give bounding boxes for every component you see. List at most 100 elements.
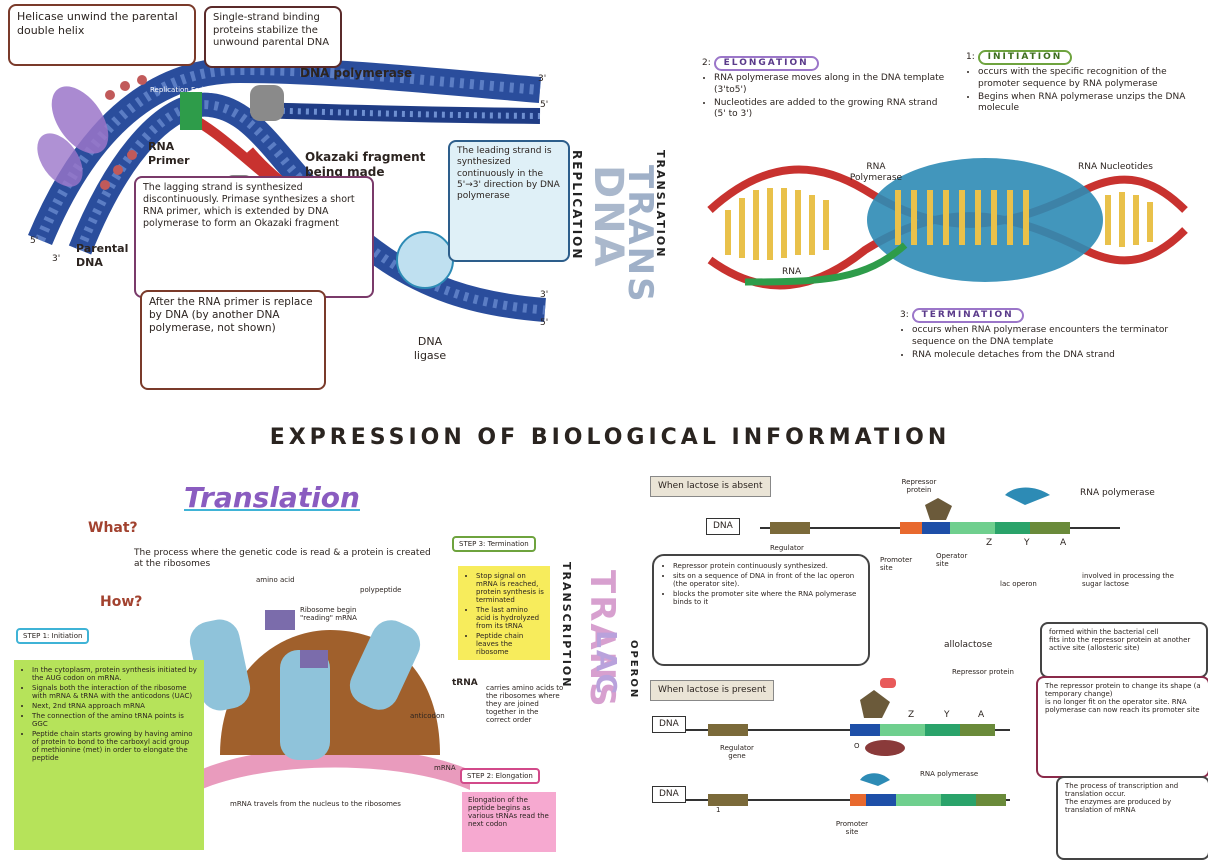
step3-point-2: The last amino acid is hydrolyzed from i… xyxy=(476,606,544,630)
rna-polymerase-icon xyxy=(1005,487,1050,505)
repressor-label-mid: Repressor protein xyxy=(952,668,1014,676)
dna-box-2: DNA xyxy=(652,716,686,734)
step1-point-5: Peptide chain starts growing by having a… xyxy=(32,730,198,762)
nucleotide-bases xyxy=(725,188,1153,260)
gene-y-box xyxy=(995,522,1030,534)
initiation-point-2: Begins when RNA polymerase unzips the DN… xyxy=(978,92,1202,115)
mrna-text: mRNA travels from the nucleus to the rib… xyxy=(230,800,401,808)
parental-dna-label: Parental DNA xyxy=(76,242,129,269)
step3-text: The leading strand is synthesized contin… xyxy=(457,146,560,201)
step4-lagging-box: The lagging strand is synthesized discon… xyxy=(134,176,374,298)
lagging-strand xyxy=(68,92,546,322)
amino-acid-box xyxy=(265,610,295,630)
initiation-num: 1: xyxy=(966,52,975,62)
what-label: What? xyxy=(88,520,138,536)
step5-text: After the RNA primer is replace by DNA (… xyxy=(149,296,313,335)
step1-tag: STEP 1: Initiation xyxy=(16,628,90,645)
vertical-operon: OPERON xyxy=(628,640,639,700)
what-text: The process where the genetic code is re… xyxy=(134,548,431,570)
gene-z: Z xyxy=(986,538,993,548)
step1-text: Helicase unwind the parental double heli… xyxy=(17,10,178,37)
page-title: EXPRESSION OF BIOLOGICAL INFORMATION xyxy=(269,425,951,450)
operator-box xyxy=(922,522,950,534)
lactose-present-tag: When lactose is present xyxy=(650,680,775,702)
promoter-box xyxy=(900,522,922,534)
trna-left xyxy=(189,619,251,711)
termination-block: 3: TERMINATION occurs when RNA polymeras… xyxy=(900,308,1190,363)
vertical-trans: TRANS xyxy=(620,165,660,304)
step1-sticky: In the cytoplasm, protein synthesis init… xyxy=(14,660,204,850)
how-label: How? xyxy=(100,594,143,610)
dna-box-3: DNA xyxy=(652,786,686,804)
allolactose-label: allolactose xyxy=(944,640,993,650)
termination-tag: TERMINATION xyxy=(911,308,1024,324)
dna-polymerase-shape xyxy=(250,85,284,121)
termination-point-2: RNA molecule detaches from the DNA stran… xyxy=(912,350,1190,361)
inner-bases xyxy=(895,190,1029,245)
transcription-diagram xyxy=(707,158,1188,290)
dna-ligase-label: DNA ligase xyxy=(413,335,447,362)
step2-sticky: Elongation of the peptide begins as vari… xyxy=(462,792,556,852)
step3-point-3: Peptide chain leaves the ribosome xyxy=(476,632,544,656)
gene-a: A xyxy=(1060,538,1067,548)
termination-num: 3: xyxy=(900,310,909,320)
trna-right xyxy=(349,620,421,710)
gene-y-2: Y xyxy=(944,710,950,720)
step3-sticky: Stop signal on mRNA is reached, protein … xyxy=(458,566,550,660)
step1-helicase-box: Helicase unwind the parental double heli… xyxy=(8,4,196,66)
step5-primer-box: After the RNA primer is replace by DNA (… xyxy=(140,290,326,390)
repressor-change-point-1: The repressor protein to change its shap… xyxy=(1045,682,1201,699)
step1-point-1: In the cytoplasm, protein synthesis init… xyxy=(32,666,198,682)
trna-label: tRNA xyxy=(452,678,478,688)
step2-text: Single-strand binding proteins stabilize… xyxy=(213,12,330,48)
helicase-shape xyxy=(51,86,109,154)
trna-middle xyxy=(280,650,330,760)
allolactose-icon xyxy=(880,678,896,688)
repressor-box: Repressor protein continuously synthesiz… xyxy=(652,554,870,666)
regulator-gene-box xyxy=(770,522,810,534)
label-5-top: 5' xyxy=(540,100,549,110)
lac-operon-text: involved in processing the sugar lactose xyxy=(1082,572,1174,589)
polypeptide-label: polypeptide xyxy=(360,586,402,594)
promoter-site-label: Promoter site xyxy=(880,556,913,573)
step3-point-1: Stop signal on mRNA is reached, protein … xyxy=(476,572,544,604)
okazaki-label: Okazaki fragment being made xyxy=(305,150,426,179)
ssb-proteins xyxy=(100,75,147,190)
initiation-block: 1: INITIATION occurs with the specific r… xyxy=(966,50,1202,116)
elongation-tag: ELONGATION xyxy=(713,56,819,72)
replication-fork-label: Replication Fork xyxy=(150,86,206,94)
vertical-dna: DNA xyxy=(585,165,631,269)
ribosome-diagram xyxy=(189,610,470,790)
repressor-change-point-2: is no longer fit on the operator site. R… xyxy=(1045,698,1200,715)
gene-z-box xyxy=(950,522,995,534)
label-3-left: 3' xyxy=(52,254,61,264)
rna-nucleotides-label: RNA Nucleotides xyxy=(1078,162,1153,172)
label-3-bottom: 3' xyxy=(540,290,549,300)
repressor-shape xyxy=(925,498,952,520)
step3-tag: STEP 3: Termination xyxy=(452,536,536,553)
operator-o: O xyxy=(854,742,860,750)
vertical-lac: LAC xyxy=(590,630,623,697)
elongation-num: 2: xyxy=(702,58,711,68)
rna-label: RNA xyxy=(782,267,802,277)
anticodon-label: anticodon xyxy=(410,712,445,720)
elongation-block: 2: ELONGATION RNA polymerase moves along… xyxy=(702,56,952,122)
step2-tag: STEP 2: Elongation xyxy=(460,768,540,785)
repressor-point-1: Repressor protein continuously synthesiz… xyxy=(673,562,861,570)
operator-site-label: Operator site xyxy=(936,552,968,569)
lactose-absent-tag: When lactose is absent xyxy=(650,476,771,498)
lac-operon-label: lac operon xyxy=(1000,580,1037,588)
elongation-point-2: Nucleotides are added to the growing RNA… xyxy=(714,98,952,121)
termination-point-1: occurs when RNA polymerase encounters th… xyxy=(912,325,1190,348)
repressor-shape-2 xyxy=(860,690,890,718)
trna-text: carries amino acids to the ribosomes whe… xyxy=(486,684,564,725)
dna-box-1: DNA xyxy=(706,518,740,536)
label-5-left: 5' xyxy=(30,236,39,246)
gene-a-2: A xyxy=(978,710,985,720)
mrna-label: mRNA xyxy=(434,764,456,772)
repressor-point-3: blocks the promoter site where the RNA p… xyxy=(673,590,861,606)
rna-primer-shape xyxy=(180,92,202,130)
step1-point-3: Next, 2nd tRNA approach mRNA xyxy=(32,702,198,710)
label-3-top: 3' xyxy=(538,74,547,84)
